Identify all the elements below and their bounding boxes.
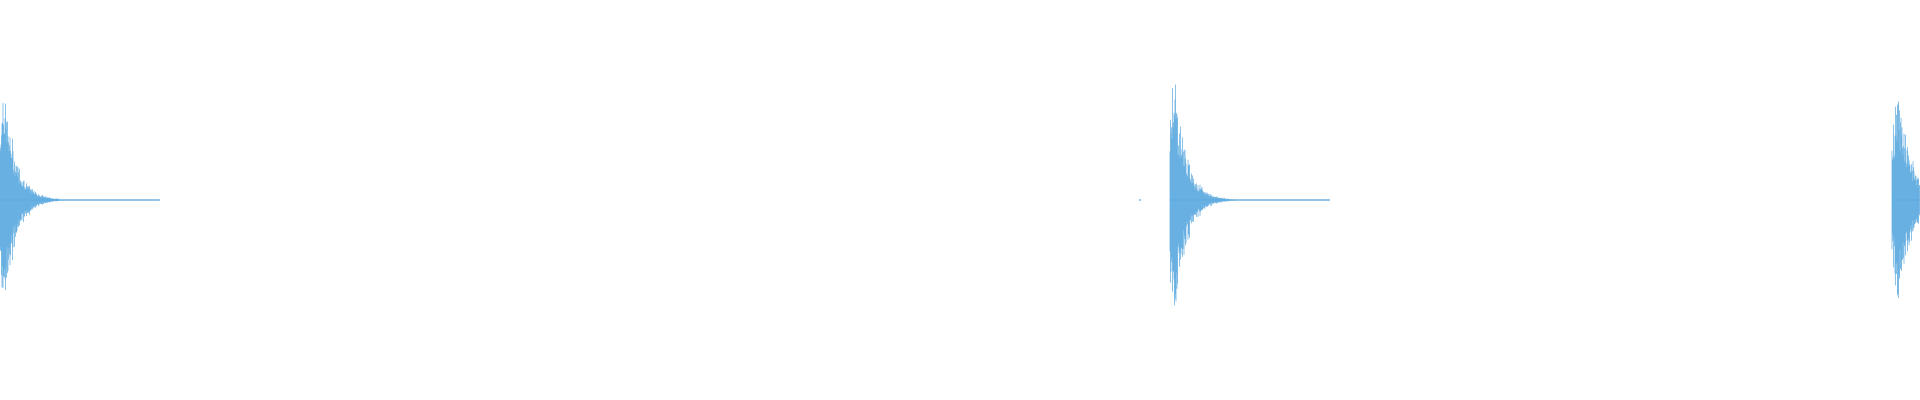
waveform-transient-1	[0, 102, 160, 291]
waveform-transient-2	[1169, 84, 1330, 306]
waveform-transient-3	[1891, 101, 1920, 299]
